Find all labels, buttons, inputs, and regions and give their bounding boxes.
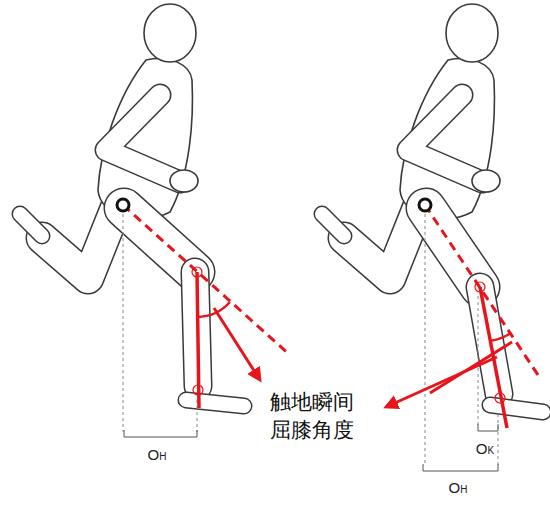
front-leg	[124, 208, 244, 406]
leader-arrow	[386, 357, 497, 407]
foot	[186, 400, 244, 406]
dimension-label: OH	[449, 480, 468, 495]
reference-lines	[123, 214, 498, 466]
vertical-guide	[123, 214, 124, 432]
vertical-guide	[425, 214, 426, 466]
arm	[106, 95, 180, 182]
foot	[490, 405, 543, 412]
dimension-bracket	[423, 464, 498, 471]
foot	[490, 405, 543, 412]
hip-marker	[419, 199, 431, 211]
dimension-bracket	[478, 424, 498, 431]
knee-marker	[475, 282, 485, 292]
back-leg	[42, 208, 116, 278]
shank-line	[197, 272, 199, 408]
hip-marker	[117, 199, 129, 211]
runner-back-body	[20, 4, 196, 278]
ankle-marker	[495, 393, 505, 403]
foot	[186, 400, 244, 406]
knee-marker	[192, 267, 202, 277]
near-arm	[408, 95, 500, 192]
hip-markers	[117, 199, 431, 211]
back-foot	[20, 214, 42, 236]
head	[144, 4, 196, 62]
angle-arc	[490, 333, 511, 341]
back-foot	[20, 214, 42, 236]
ankle-marker	[193, 385, 203, 395]
dimension-label: OK	[476, 441, 494, 456]
back-leg	[42, 208, 116, 278]
thigh-extension-line	[123, 205, 290, 355]
hand	[170, 170, 198, 192]
vertical-guide	[478, 296, 479, 426]
dimension-bracket	[124, 430, 197, 437]
thigh-extension-line	[425, 205, 540, 378]
arm	[106, 95, 180, 182]
vertical-guide	[498, 414, 499, 466]
near-arm	[106, 95, 198, 192]
dimension-label: OH	[148, 447, 167, 462]
leader-arrow	[214, 308, 260, 380]
callout-text: 触地瞬间 屈膝角度	[270, 388, 362, 445]
